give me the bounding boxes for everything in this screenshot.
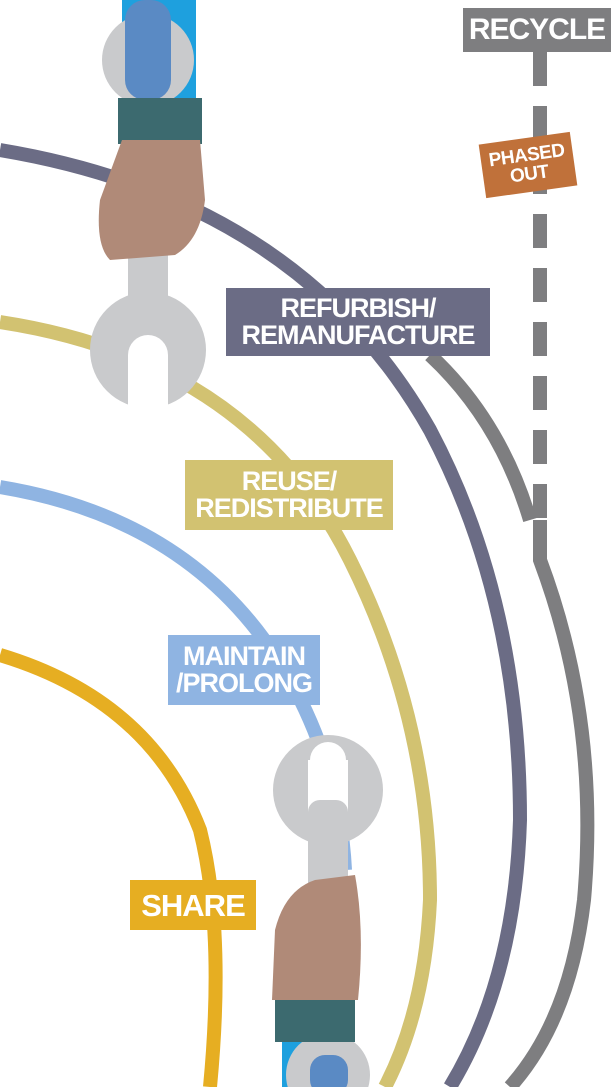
maintain-label: MAINTAIN /PROLONG bbox=[168, 635, 320, 705]
hand-icon bbox=[98, 140, 205, 260]
recycle-loop bbox=[504, 520, 595, 1087]
phased-out-line-2: OUT bbox=[508, 161, 550, 188]
reuse-line-1: REUSE/ bbox=[241, 466, 338, 496]
reuse-line-2: REDISTRIBUTE bbox=[195, 493, 384, 523]
share-text: SHARE bbox=[141, 887, 246, 923]
reuse-label: REUSE/ REDISTRIBUTE bbox=[185, 460, 393, 530]
refurbish-line-1: REFURBISH/ bbox=[280, 293, 436, 323]
maintain-line-1: MAINTAIN bbox=[183, 641, 306, 671]
recycle-label: RECYCLE bbox=[463, 8, 611, 52]
share-label: SHARE bbox=[130, 880, 256, 930]
refurbish-line-2: REMANUFACTURE bbox=[241, 320, 476, 350]
refurbish-loop bbox=[0, 143, 528, 1087]
maintain-line-2: /PROLONG bbox=[175, 668, 313, 698]
refurbish-label: REFURBISH/ REMANUFACTURE bbox=[226, 288, 490, 356]
share-loop bbox=[0, 648, 223, 1087]
hand-icon bbox=[272, 875, 361, 1000]
cuff bbox=[118, 98, 202, 144]
recycle-inner-loop bbox=[425, 349, 537, 523]
cuff bbox=[275, 1000, 355, 1042]
recycle-text: RECYCLE bbox=[468, 13, 606, 46]
